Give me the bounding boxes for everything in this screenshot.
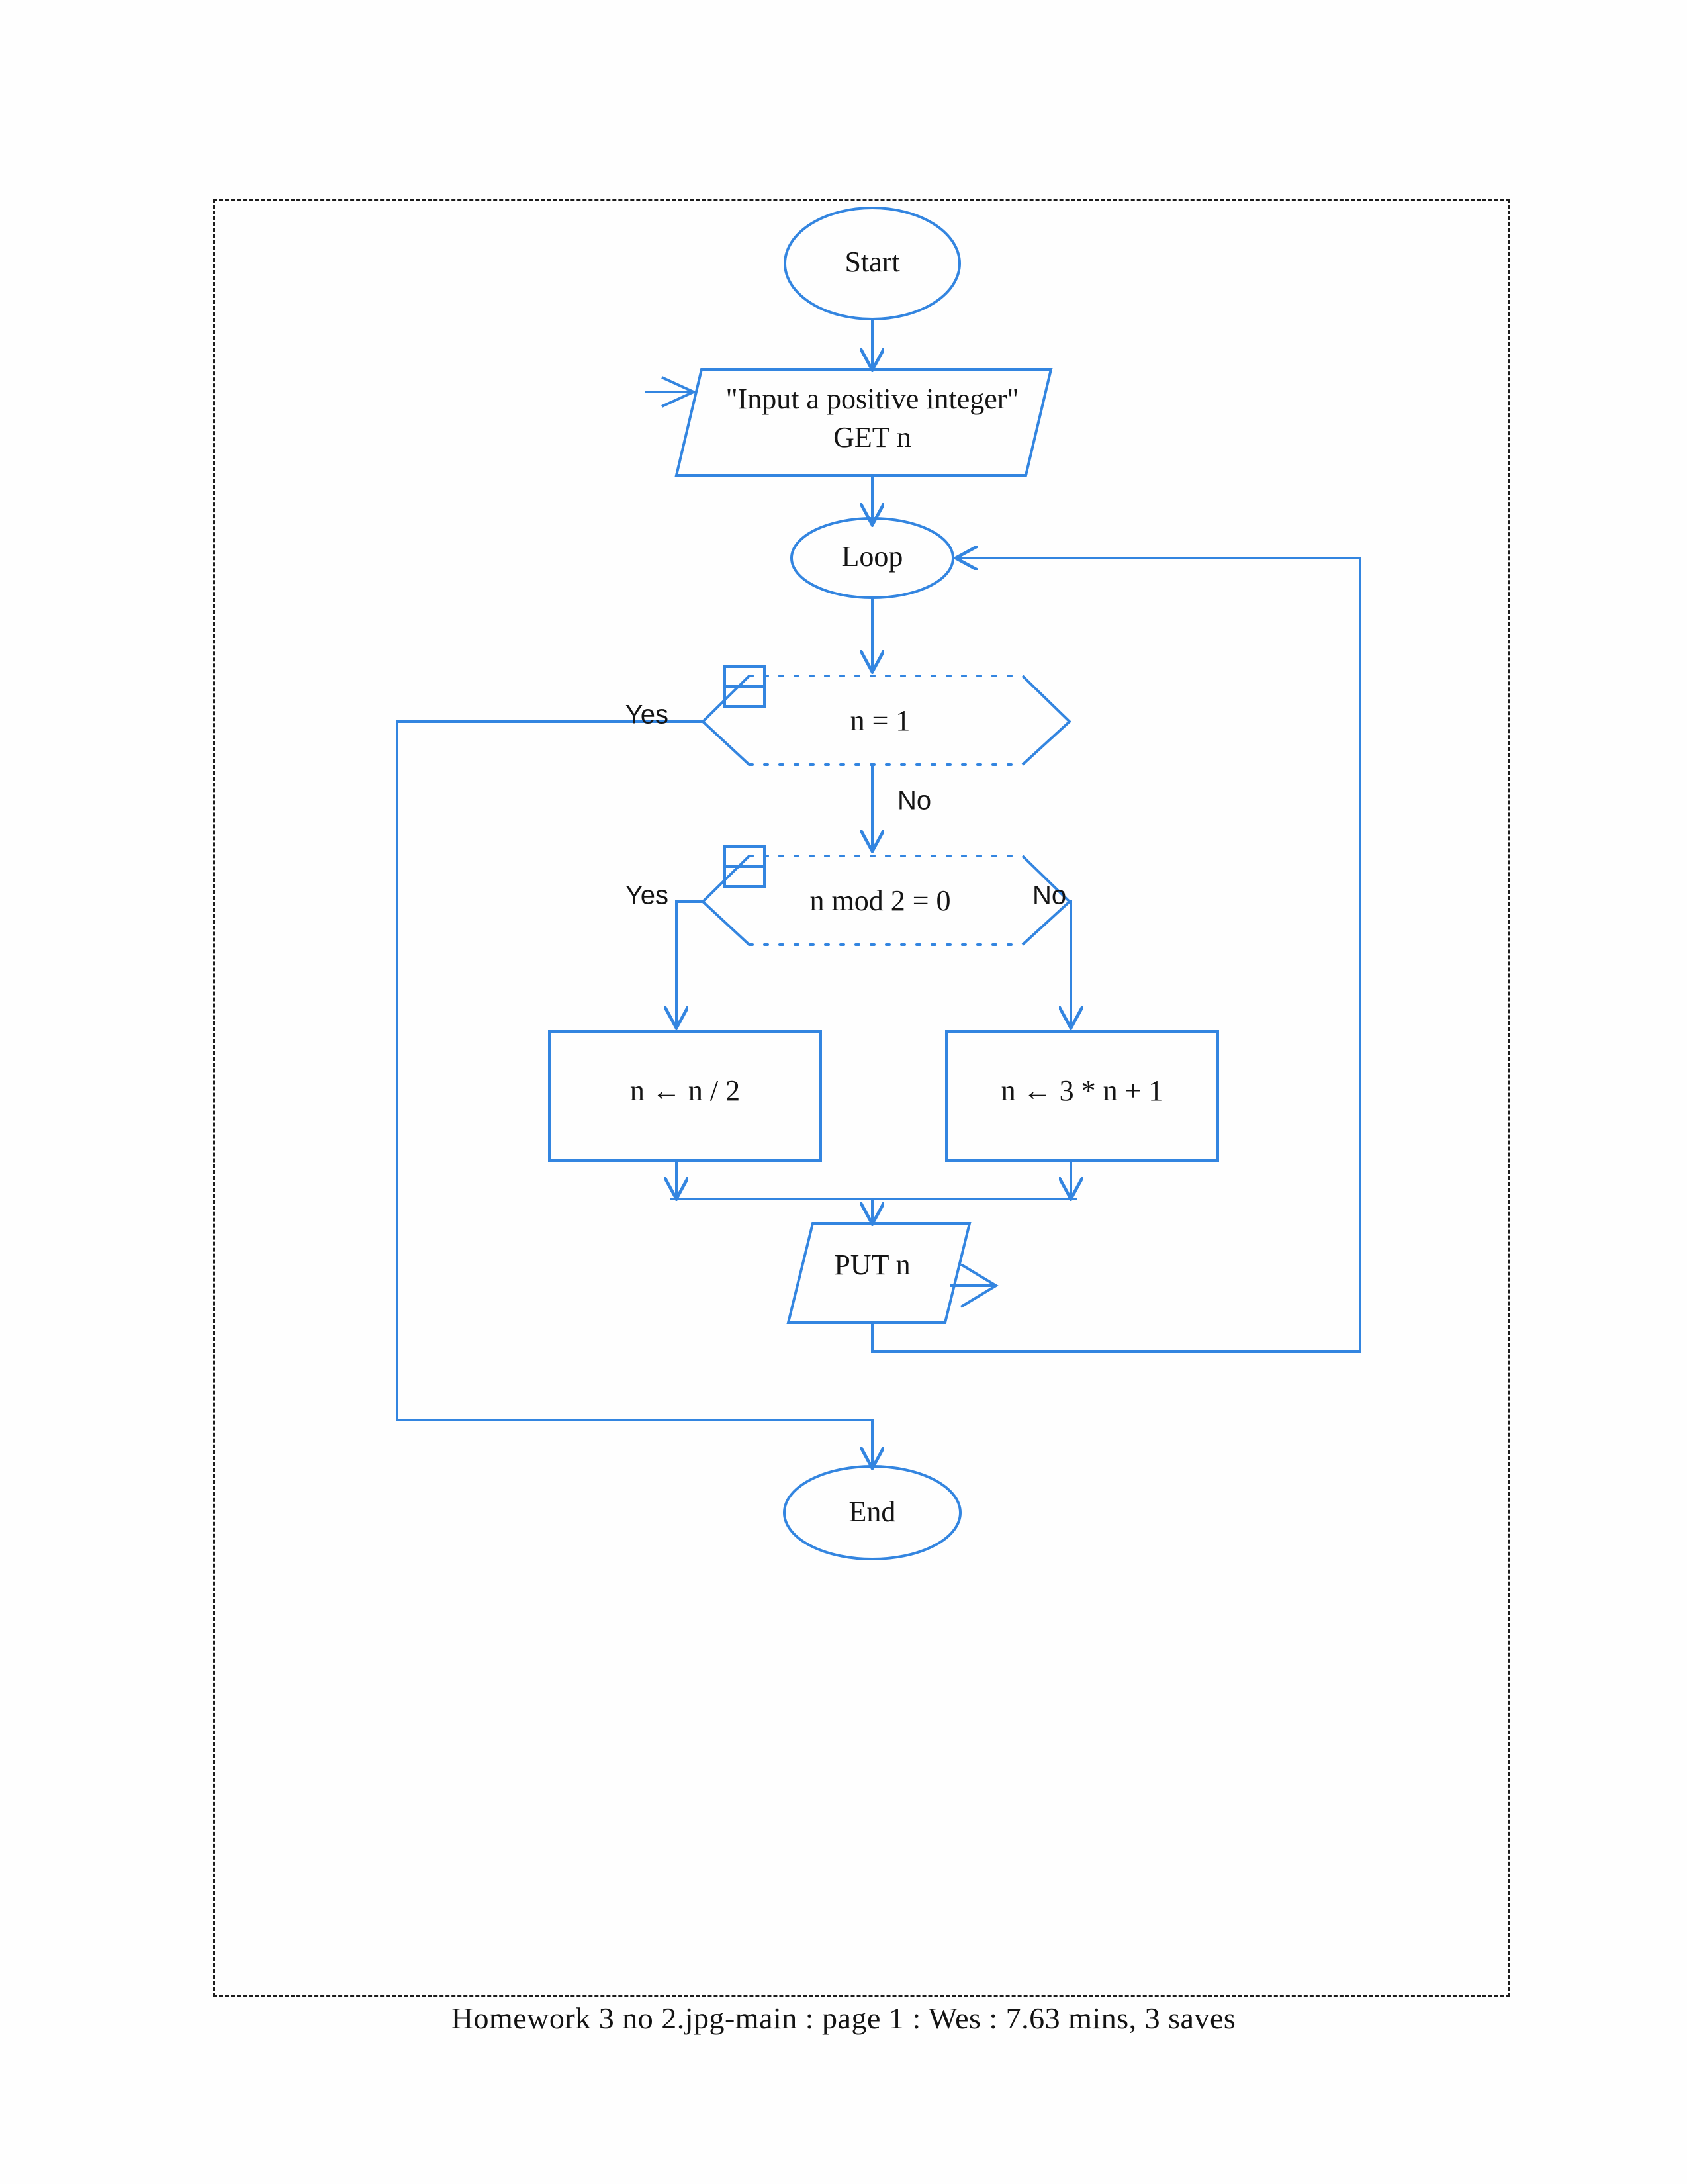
node-input-label-line1: "Input a positive integer" <box>726 383 1019 415</box>
node-loop-label: Loop <box>842 540 903 573</box>
branch-label-dec1-no: No <box>897 786 931 816</box>
footer-caption: Homework 3 no 2.jpg-main : page 1 : Wes … <box>451 2001 1236 2035</box>
node-end-shape <box>783 1465 962 1560</box>
edge-dec1-yes-to-end <box>396 720 872 1466</box>
edge-output-to-loop <box>871 558 1361 1353</box>
edge-dec2-yes-to-halve <box>676 900 703 1026</box>
node-triple-shape <box>945 1030 1219 1162</box>
node-dec1-label: n = 1 <box>850 704 911 737</box>
edge-dec2-no-to-triple <box>1070 900 1071 1026</box>
node-input-shape <box>674 368 1053 477</box>
output-arrow-icon <box>950 1263 999 1308</box>
node-halve-label: n ← n / 2 <box>630 1074 740 1107</box>
node-start-label: Start <box>844 246 899 278</box>
input-arrow-icon <box>645 376 697 408</box>
node-dec1-right-point <box>1021 675 1071 766</box>
node-halve-shape <box>548 1030 822 1162</box>
node-triple-label: n ← 3 * n + 1 <box>1001 1074 1163 1107</box>
dec2-marker-icon <box>723 845 766 888</box>
node-output-shape <box>786 1222 972 1324</box>
node-dec2-label: n mod 2 = 0 <box>809 884 950 917</box>
node-output-label: PUT n <box>834 1249 910 1281</box>
branch-label-dec2-yes: Yes <box>625 881 668 910</box>
node-end-label: End <box>849 1496 896 1528</box>
branch-label-dec1-yes: Yes <box>625 700 668 730</box>
node-input-label-line2: GET n <box>833 421 911 453</box>
dec1-marker-icon <box>723 665 766 708</box>
branch-label-dec2-no: No <box>1032 881 1066 910</box>
